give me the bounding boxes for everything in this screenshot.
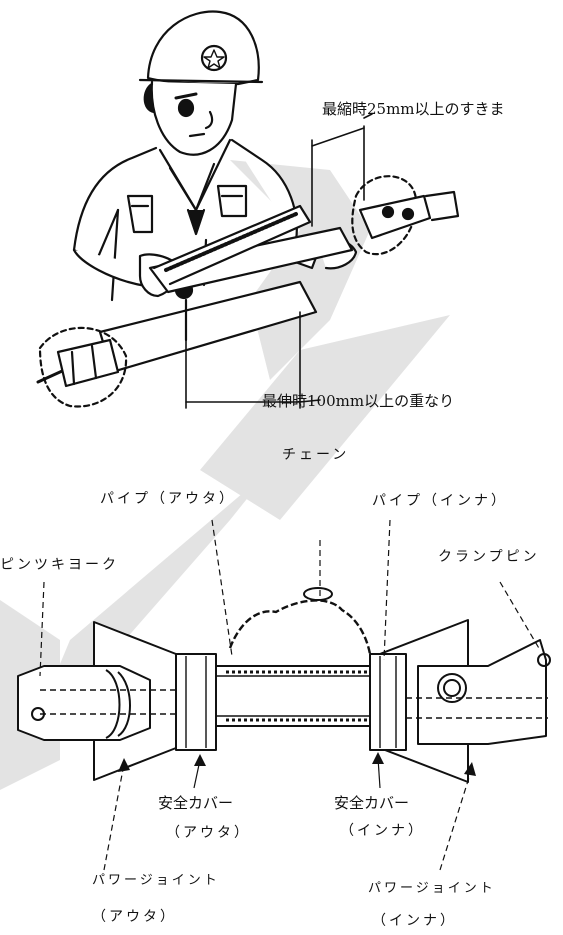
helmet-emblem-icon xyxy=(200,44,228,72)
power-joint-inner-sub: （インナ） xyxy=(372,913,457,929)
power-joint-outer-label: パワージョイント xyxy=(92,873,220,888)
power-joint-outer-sub: （アウタ） xyxy=(92,909,177,925)
safety-cover-outer-sub: （アウタ） xyxy=(166,825,251,841)
clamp-pin-label: クランプピン xyxy=(438,549,540,565)
power-joint-inner-label: パワージョイント xyxy=(368,881,496,896)
chain-label: チェーン xyxy=(282,447,350,463)
pin-yoke-label: ピンツキヨーク xyxy=(0,557,119,573)
pipe-outer-label: パイプ（アウタ） xyxy=(100,491,236,507)
leader-arrowheads xyxy=(118,752,476,776)
max-overlap-label: 最伸時100mm以上の重なり xyxy=(262,392,455,410)
safety-cover-inner-label: 安全カバー xyxy=(334,794,410,812)
safety-cover-inner-sub: （インナ） xyxy=(340,823,425,839)
safety-cover-outer-label: 安全カバー xyxy=(158,794,234,812)
pipe-inner-label: パイプ（インナ） xyxy=(372,493,508,509)
shaft-cutaway-diagram xyxy=(17,519,551,871)
worker-illustration xyxy=(36,10,460,409)
min-clearance-label: 最縮時25mm以上のすきま xyxy=(322,100,505,118)
